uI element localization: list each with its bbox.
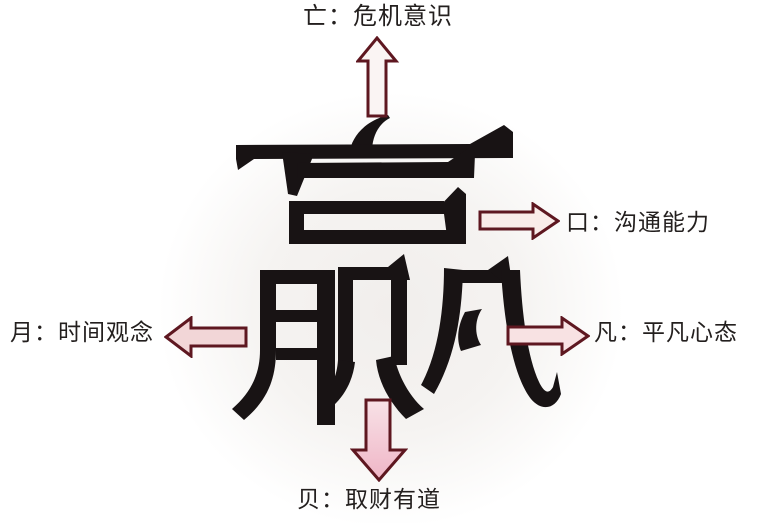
right-lower-arrow-icon — [506, 316, 590, 356]
down-arrow-icon — [350, 398, 408, 482]
label-wang-crisis-awareness: 亡：危机意识 — [303, 4, 453, 30]
up-arrow-shape — [356, 36, 400, 118]
label-yue-time-concept: 月：时间观念 — [10, 320, 154, 345]
left-arrow-icon — [164, 316, 248, 358]
left-arrow-shape — [164, 316, 248, 358]
right-lower-arrow-shape — [506, 316, 590, 356]
label-bei-proper-wealth: 贝：取财有道 — [297, 487, 441, 512]
character-ying-glyph — [232, 115, 561, 425]
component-fan-strokes — [421, 256, 561, 408]
right-upper-arrow-icon — [478, 202, 560, 240]
component-yue-strokes — [232, 270, 335, 425]
component-wang-strokes — [236, 115, 513, 196]
down-arrow-shape — [350, 398, 408, 482]
label-kou-communication: 口：沟通能力 — [566, 210, 710, 235]
label-fan-ordinary-mindset: 凡：平凡心态 — [594, 320, 738, 345]
component-kou-strokes — [289, 187, 466, 244]
component-bei-strokes — [323, 254, 424, 419]
right-upper-arrow-shape — [478, 202, 560, 240]
up-arrow-icon — [356, 36, 400, 118]
